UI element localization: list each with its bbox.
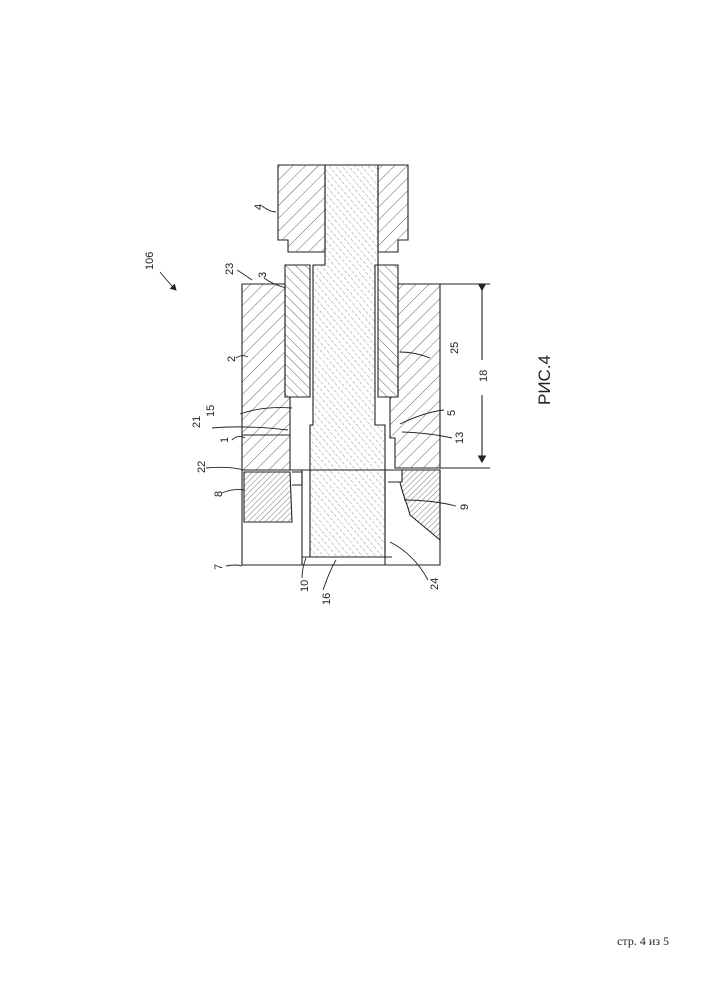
ref-15: 15 bbox=[205, 405, 217, 417]
ref-21: 21 bbox=[191, 416, 203, 428]
ref-25: 25 bbox=[449, 342, 461, 354]
dimension-value: 18 bbox=[478, 370, 490, 382]
part-9-insert bbox=[388, 470, 440, 540]
ref-3: 3 bbox=[257, 272, 269, 278]
ref-5: 5 bbox=[446, 410, 458, 416]
ref-10: 10 bbox=[299, 580, 311, 592]
ref-22: 22 bbox=[196, 461, 208, 473]
ref-1: 1 bbox=[219, 437, 231, 443]
ref-4: 4 bbox=[253, 204, 265, 210]
ref-7: 7 bbox=[213, 564, 225, 570]
ref-13: 13 bbox=[454, 432, 466, 444]
ref-16: 16 bbox=[321, 593, 333, 605]
ref-9: 9 bbox=[459, 504, 471, 510]
ref-2: 2 bbox=[226, 356, 238, 362]
ref-106: 106 bbox=[144, 252, 156, 270]
page-footer: стр. 4 из 5 bbox=[617, 934, 669, 949]
figure-caption: РИС.4 bbox=[535, 355, 554, 405]
part-8-insert bbox=[244, 472, 302, 522]
ref-8: 8 bbox=[213, 491, 225, 497]
ref-24: 24 bbox=[429, 578, 441, 590]
ref-23: 23 bbox=[224, 263, 236, 275]
